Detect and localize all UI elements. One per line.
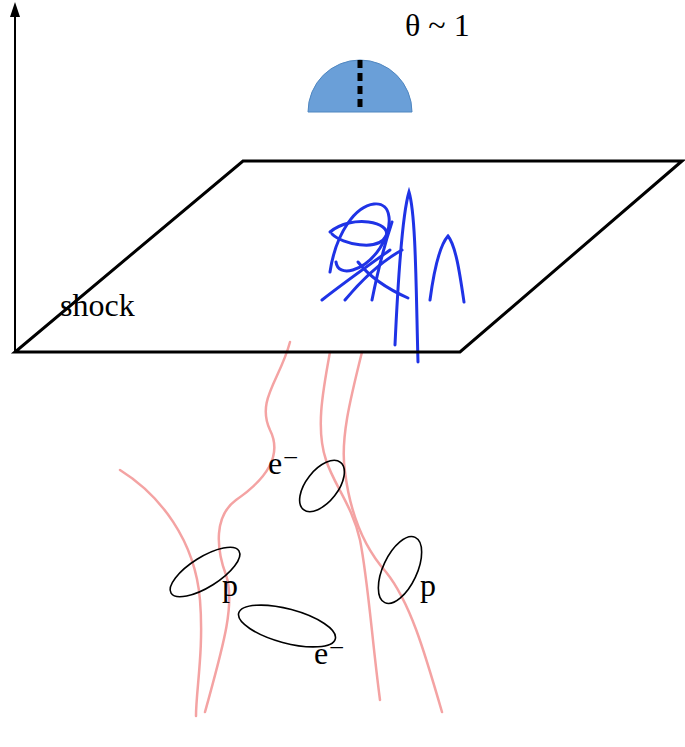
axis-arrowhead <box>10 2 20 17</box>
angle-label: θ ~ 1 <box>405 8 470 43</box>
angle-dome <box>308 60 412 112</box>
upstream-field-lines <box>120 342 442 716</box>
plane-outline <box>14 160 684 354</box>
particle-label: e⁻ <box>314 636 345 671</box>
plane-border <box>15 161 682 352</box>
shock-plane: shock <box>14 160 684 354</box>
particle-label: p <box>222 568 238 603</box>
axis-line <box>14 14 16 352</box>
particle-label: p <box>420 568 436 603</box>
tangled-field-lines <box>322 192 464 362</box>
particle-orbits <box>163 453 430 656</box>
plane-label: shock <box>60 288 135 323</box>
normal-dashed-line <box>358 60 363 112</box>
particle-label: e⁻ <box>268 446 299 481</box>
